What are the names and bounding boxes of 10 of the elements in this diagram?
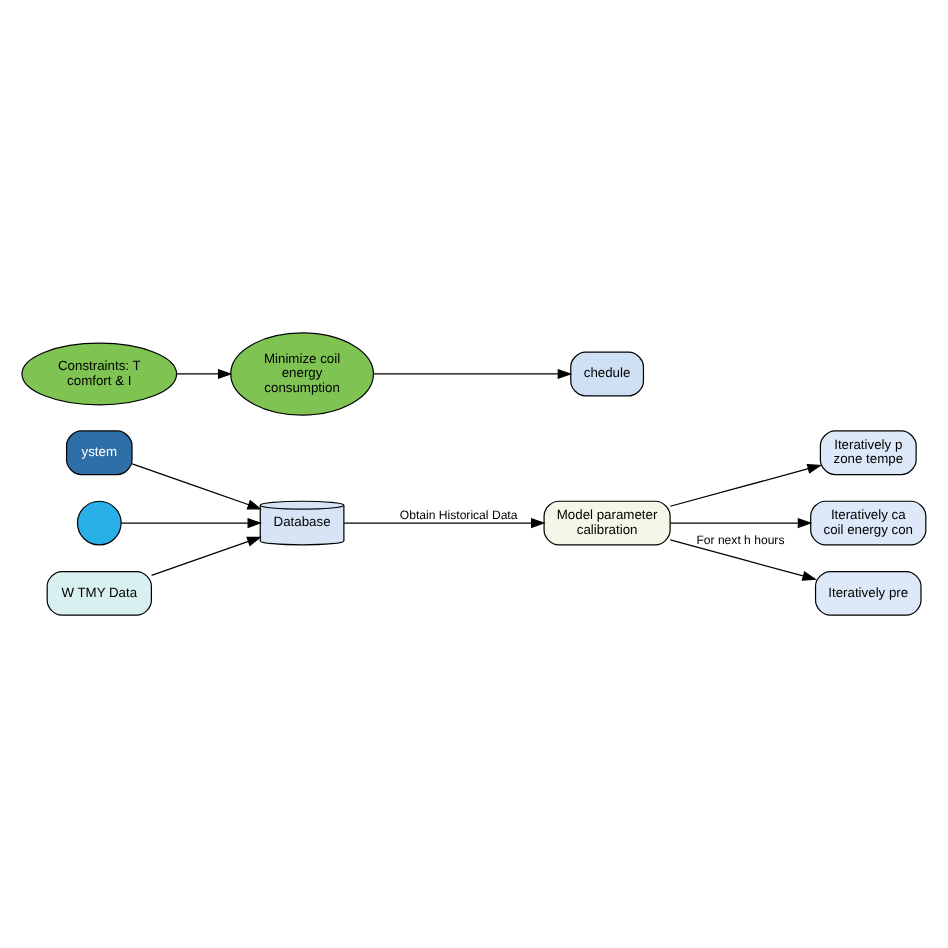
node-circle — [76, 500, 122, 546]
arrow — [131, 463, 262, 510]
arrow — [150, 536, 262, 576]
arrow — [176, 368, 233, 380]
arrow — [669, 517, 813, 529]
arrow — [343, 517, 546, 529]
arrow — [120, 517, 263, 529]
arrow — [372, 368, 573, 380]
arrow — [669, 463, 822, 507]
arrow — [669, 539, 817, 581]
